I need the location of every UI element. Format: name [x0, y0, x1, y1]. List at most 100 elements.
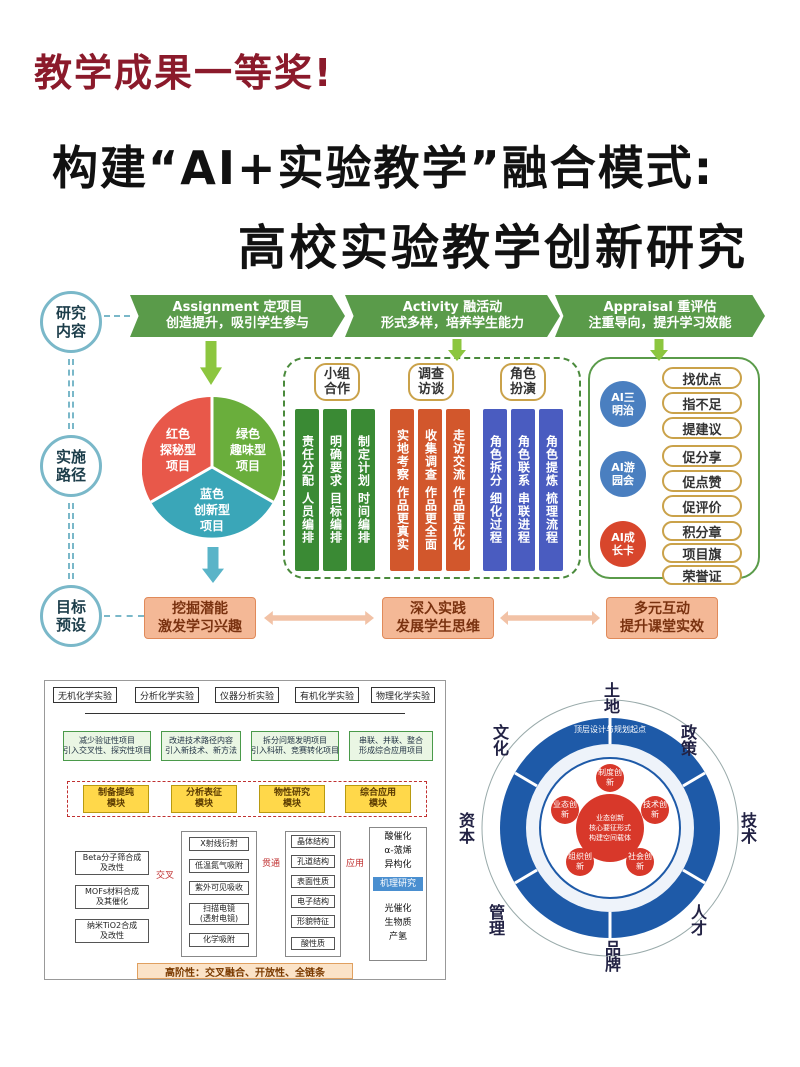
activity-col: 角色提炼 梳理流程 — [539, 409, 563, 571]
banner-appraisal-title: Appraisal 重评估 — [603, 300, 717, 315]
property-item: 表面性质 — [291, 875, 335, 888]
footer-band: 高阶性：交叉融合、开放性、全链条 — [137, 963, 353, 979]
banner-activity-title: Activity 融活动 — [402, 300, 503, 315]
banner-assignment: Assignment 定项目 创造提升，吸引学生参与 — [130, 295, 345, 337]
mid-bracket — [181, 831, 257, 957]
material-item: MOFs材料合成 及其催化 — [75, 885, 149, 909]
banner-appraisal: Appraisal 重评估 注重导向，提升学习效能 — [555, 295, 765, 337]
course-tag: 仪器分析实验 — [215, 687, 279, 703]
outcome-box-3: 多元互动 提升课堂实效 — [606, 597, 718, 639]
inner-node: 组织创新 — [568, 852, 592, 871]
application-item: 异构化 — [384, 859, 412, 870]
course-tag: 有机化学实验 — [295, 687, 359, 703]
banner-assignment-sub: 创造提升，吸引学生参与 — [165, 316, 309, 331]
application-item: 生物质 — [384, 917, 412, 928]
appraisal-item: 指不足 — [662, 392, 742, 414]
material-item: Beta分子筛合成 及改性 — [75, 851, 149, 875]
pie-red-label: 红色 探秘型 项目 — [159, 427, 196, 473]
activity-col: 明确要求 目标编排 — [323, 409, 347, 571]
title-line-1: 构建“AI+实验教学”融合模式: — [52, 141, 715, 195]
application-item: 酸催化 — [384, 831, 412, 842]
group-pill-teamwork: 小组 合作 — [314, 363, 360, 401]
appraisal-item: 积分章 — [662, 521, 742, 541]
property-item: 孔道结构 — [291, 855, 335, 868]
framework-diagram: 研究 内容 实施 路径 目标 预设 Assignment 定项目 创造提升，吸引… — [40, 285, 765, 647]
right-bracket — [285, 831, 341, 957]
course-tag: 分析化学实验 — [135, 687, 199, 703]
improve-box: 减少验证性项目 引入交叉性、探究性项目 — [63, 731, 151, 761]
banner-activity-sub: 形式多样，培养学生能力 — [380, 316, 524, 331]
improve-box: 改进技术路径内容 引入新技术、新方法 — [161, 731, 241, 761]
pie-blue-label: 蓝色 创新型 项目 — [193, 487, 230, 533]
outer-label: 品牌 — [602, 940, 621, 972]
arrow-label-apply: 应用 — [345, 858, 364, 869]
inner-node: 制度创新 — [598, 768, 622, 787]
path-circle: 实施 路径 — [40, 435, 102, 497]
improve-box: 拆分问题发明项目 引入科研、竞赛转化项目 — [251, 731, 339, 761]
outcome-box-1: 挖掘潜能 激发学习兴趣 — [144, 597, 256, 639]
appraisal-item: 项目旗 — [662, 543, 742, 563]
material-item: 纳米TiO2合成 及改性 — [75, 919, 149, 943]
outcome-box-2: 深入实践 发展学生思维 — [382, 597, 494, 639]
course-tag: 无机化学实验 — [53, 687, 117, 703]
dashed-connector-top — [104, 315, 130, 317]
improve-box: 串联、并联、整合 形成综合应用项目 — [349, 731, 433, 761]
application-item: 机理研究 — [373, 877, 423, 891]
outer-label: 资本 — [456, 812, 475, 844]
vertical-arrow-2 — [68, 503, 74, 579]
banner-appraisal-sub: 注重导向，提升学习效能 — [588, 316, 732, 331]
appraisal-item: 找优点 — [662, 367, 742, 389]
module-band — [67, 781, 427, 817]
application-item: 产氢 — [388, 931, 407, 942]
banner-assignment-title: Assignment 定项目 — [172, 300, 303, 315]
outer-label: 文化 — [490, 724, 509, 756]
method-item: 化学吸附 — [189, 933, 249, 947]
radial-diagram: 土地 政策 技术 人才 品牌 管理 资本 文化 顶层设计与规划起点 制度创新 技… — [450, 678, 770, 978]
outer-label: 政策 — [678, 724, 697, 756]
activity-col: 制定计划 时间编排 — [351, 409, 375, 571]
module-box: 分析表征 模块 — [171, 785, 237, 813]
research-circle: 研究 内容 — [40, 291, 102, 353]
dashed-connector-bottom — [104, 615, 144, 617]
activity-col: 收集调查 作品更全面 — [418, 409, 442, 571]
arc-text: 顶层设计与规划起点 — [574, 725, 646, 734]
double-arrow-2 — [500, 611, 600, 625]
application-item: α-蒎烯 — [384, 845, 412, 856]
module-box: 制备提纯 模块 — [83, 785, 149, 813]
group-pill-roleplay: 角色 扮演 — [500, 363, 546, 401]
project-pie — [142, 396, 282, 538]
center-core: 业态创新 核心要征形式 构建空间载体 — [589, 814, 631, 842]
outer-label: 技术 — [738, 812, 757, 844]
property-item: 酸性质 — [291, 937, 335, 950]
pie-green-label: 绿色 趣味型 项目 — [229, 427, 266, 473]
inner-node: 社会创新 — [628, 852, 652, 871]
appraisal-item: 促分享 — [662, 445, 742, 467]
outer-label: 土地 — [601, 682, 620, 714]
banner-activity: Activity 融活动 形式多样，培养学生能力 — [345, 295, 560, 337]
arrow-down-appraisal — [650, 339, 668, 361]
lab-module-diagram: 无机化学实验 分析化学实验 仪器分析实验 有机化学实验 物理化学实验 减少验证性… — [44, 680, 446, 980]
method-item: 紫外可见吸收 — [189, 881, 249, 895]
connector-line — [85, 713, 405, 714]
appraisal-item: 提建议 — [662, 417, 742, 439]
radial-rings — [481, 699, 739, 957]
method-item: 低温氮气吸附 — [189, 859, 249, 873]
property-item: 电子结构 — [291, 895, 335, 908]
appraisal-label-sandwich: AI三 明治 — [600, 381, 646, 427]
module-box: 物性研究 模块 — [259, 785, 325, 813]
title-line-2: 高校实验教学创新研究 — [238, 220, 749, 276]
arrow-down-blue — [202, 547, 224, 583]
activity-col: 责任分配 人员编排 — [295, 409, 319, 571]
arrow-down-green — [200, 341, 222, 385]
vertical-arrow-1 — [68, 359, 74, 429]
group-pill-survey: 调查 访谈 — [408, 363, 454, 401]
arrow-label-through: 贯通 — [261, 858, 280, 869]
goal-circle: 目标 预设 — [40, 585, 102, 647]
activity-col: 实地考察 作品更真实 — [390, 409, 414, 571]
outer-label: 人才 — [688, 904, 707, 936]
appraisal-label-card: AI成 长卡 — [600, 521, 646, 567]
activity-col: 角色联系 串联进程 — [511, 409, 535, 571]
application-item: 光催化 — [384, 903, 412, 914]
appraisal-label-garden: AI游 园会 — [600, 451, 646, 497]
award-heading: 教学成果一等奖! — [34, 51, 334, 95]
